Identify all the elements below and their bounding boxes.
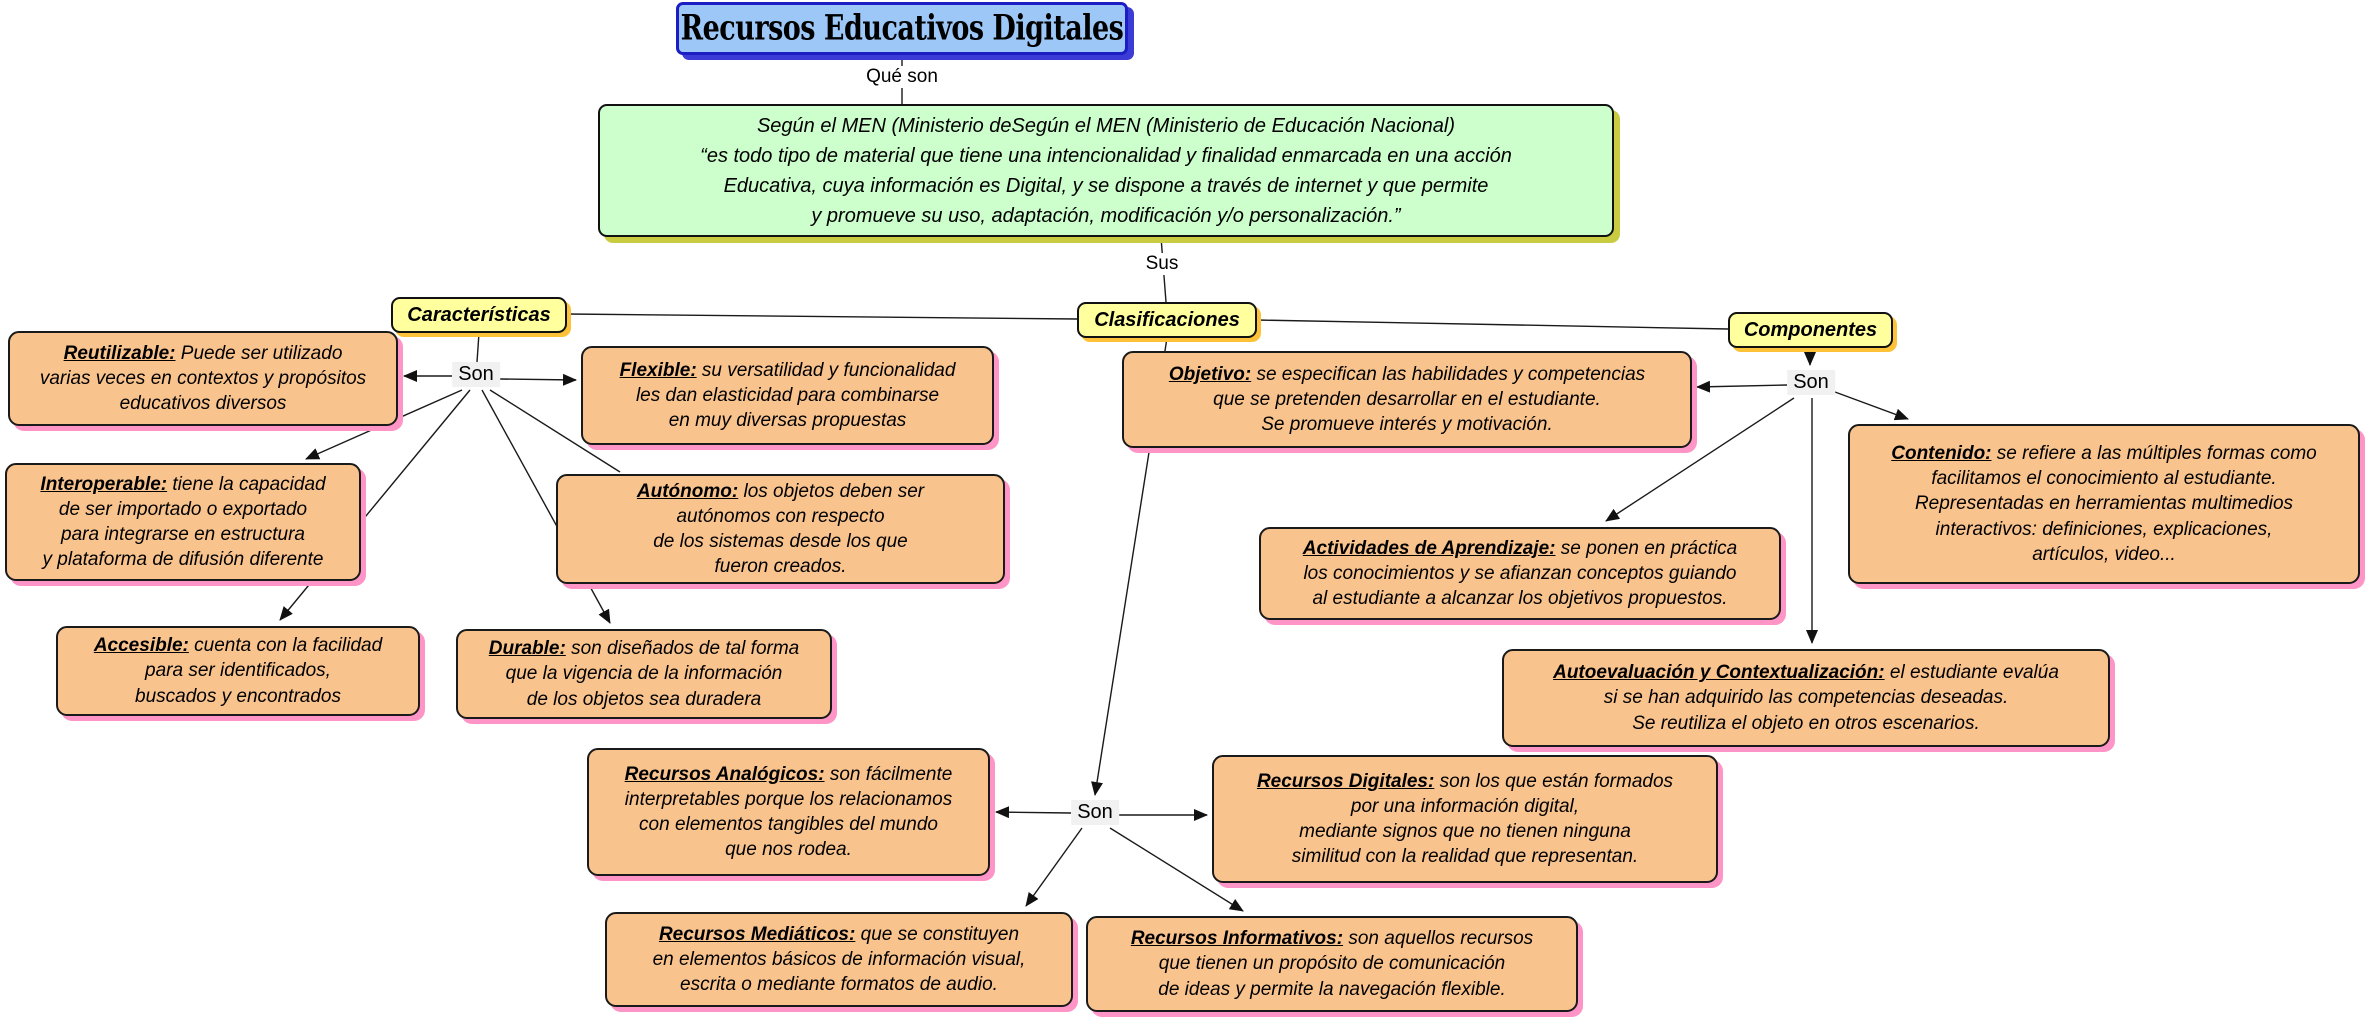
link-label-son-caracteristicas: Son [452,362,500,387]
concept-desc: son aquellos recursos que tienen un prop… [1158,928,1534,1000]
map-title-text: Recursos Educativos Digitales [680,8,1124,49]
concept-term: Recursos Analógicos: [624,763,825,785]
concept-desc: Puede ser utilizado varias veces en cont… [39,342,367,415]
concept-flexible: Flexible: su versatilidad y funcionalida… [581,346,994,445]
link-label-sus: Sus [1141,253,1183,275]
concept-desc: son fácilmente interpretables porque los… [624,763,953,861]
concept-term: Autónomo: [636,480,739,502]
concept-accesible: Accesible: cuenta con la facilidad para … [56,626,420,716]
concept-desc: se especifican las habilidades y compete… [1213,363,1646,436]
concept-desc: son diseñados de tal forma que la vigenc… [505,638,800,710]
concept-term: Reutilizable: [63,342,176,364]
concept-autonomo: Autónomo: los objetos deben ser autónomo… [556,474,1005,584]
link-label-son-componentes: Son [1787,370,1835,395]
category-label: Componentes [1743,318,1878,341]
concept-recursos-analogicos: Recursos Analógicos: son fácilmente inte… [587,748,990,876]
definition-text: Según el MEN (Ministerio deSegún el MEN … [700,114,1512,227]
map-title: Recursos Educativos Digitales [676,2,1128,55]
concept-desc: se ponen en práctica los conocimientos y… [1303,537,1738,610]
concept-actividades-de-aprendizaje: Actividades de Aprendizaje: se ponen en … [1259,527,1781,620]
category-clasificaciones: Clasificaciones [1077,302,1257,338]
concept-recursos-mediaticos: Recursos Mediáticos: que se constituyen … [605,912,1073,1007]
definition-node: Según el MEN (Ministerio deSegún el MEN … [598,104,1614,237]
concept-term: Interoperable: [40,473,168,495]
concept-interoperable: Interoperable: tiene la capacidad de ser… [5,463,361,581]
concept-durable: Durable: son diseñados de tal forma que … [456,629,832,719]
concept-term: Durable: [488,638,566,660]
concept-term: Contenido: [1891,443,1992,465]
concept-term: Recursos Informativos: [1130,928,1344,950]
concept-desc: son los que están formados por una infor… [1291,770,1674,868]
concept-desc: el estudiante evalúa si se han adquirido… [1603,662,2059,734]
concept-autoevaluacion-y-contextualizacion: Autoevaluación y Contextualización: el e… [1502,649,2110,747]
concept-desc: su versatilidad y funcionalidad les dan … [635,359,956,432]
concept-contenido: Contenido: se refiere a las múltiples fo… [1848,424,2360,584]
link-label-que-son: Qué son [862,66,942,88]
link-label-son-clasificaciones: Son [1071,800,1119,825]
concept-term: Flexible: [619,359,697,381]
concept-term: Autoevaluación y Contextualización: [1553,662,1885,684]
concept-term: Recursos Digitales: [1256,770,1435,792]
concept-reutilizable: Reutilizable: Puede ser utilizado varias… [8,331,398,426]
category-label: Características [407,303,551,326]
category-componentes: Componentes [1728,312,1893,348]
concept-desc: que se constituyen en elementos básicos … [652,923,1026,996]
concept-recursos-informativos: Recursos Informativos: son aquellos recu… [1086,916,1578,1012]
concept-recursos-digitales: Recursos Digitales: son los que están fo… [1212,755,1718,883]
concept-term: Actividades de Aprendizaje: [1302,537,1556,559]
concept-desc: cuenta con la facilidad para ser identif… [135,635,383,707]
concept-objetivo: Objetivo: se especifican las habilidades… [1122,351,1692,448]
concept-desc: se refiere a las múltiples formas como f… [1914,443,2317,565]
concept-term: Accesible: [93,635,189,657]
concept-desc: tiene la capacidad de ser importado o ex… [42,473,326,571]
concept-term: Objetivo: [1168,363,1252,385]
category-caracteristicas: Características [391,297,567,333]
category-label: Clasificaciones [1094,308,1240,331]
concept-term: Recursos Mediáticos: [658,923,856,945]
concept-desc: los objetos deben ser autónomos con resp… [653,480,925,578]
